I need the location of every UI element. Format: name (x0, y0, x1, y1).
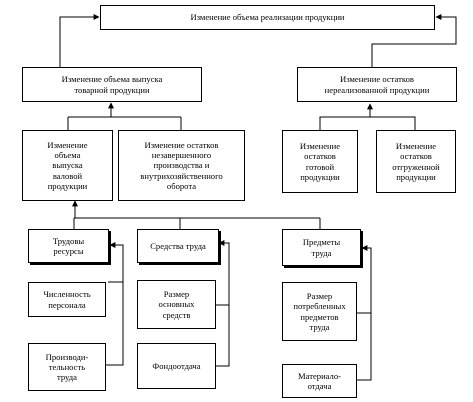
fixed-assets-size-node: Размер основных средств (137, 280, 216, 329)
means-of-labor-node: Средства труда (137, 229, 219, 263)
objects-of-labor-node: Предметы труда (282, 229, 361, 266)
unsold-change-node: Изменение остатков нереализованной проду… (297, 67, 457, 102)
labor-resources-node: Трудовы ресурсы (28, 229, 109, 263)
arrow-unsold-to-root (371, 14, 457, 67)
volume-change-node: Изменение объема выпуска валовой продукц… (22, 130, 113, 201)
finished-goods-node: Изменение остатков готовой продукции (282, 130, 358, 193)
root-node: Изменение объема реализации продукции (100, 5, 435, 30)
consumed-materials-size-node: Размер потребленных предметов труда (282, 282, 357, 341)
bus-right-group (319, 116, 416, 130)
output-change-node: Изменение объема выпуска товарной продук… (22, 67, 202, 102)
material-productivity-node: Материало- отдача (282, 364, 357, 398)
arrow-output-to-root (59, 14, 100, 67)
shipped-goods-node: Изменение остатков отгруженной продукции (376, 130, 456, 193)
wip-change-node: Изменение остатков незавершенного произв… (118, 130, 245, 201)
headcount-node: Численность персонала (28, 282, 106, 317)
productivity-node: Производи- тельность труда (28, 343, 106, 391)
capital-productivity-node: Фондоотдача (137, 343, 216, 389)
